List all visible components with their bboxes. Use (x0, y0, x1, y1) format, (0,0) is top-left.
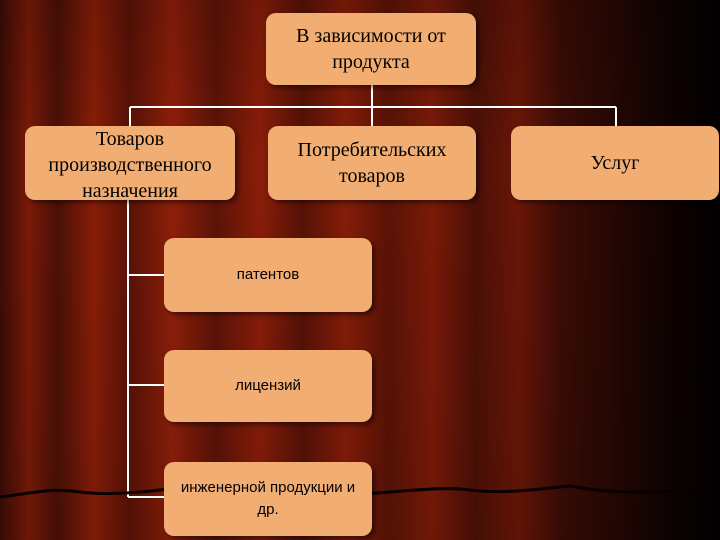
node-patents: патентов (164, 238, 372, 312)
node-consumer-goods-label: Потребительских товаров (268, 137, 476, 189)
node-patents-label: патентов (237, 264, 299, 286)
root-node: В зависимости от продукта (266, 13, 476, 85)
node-services-label: Услуг (591, 150, 640, 176)
node-licenses-label: лицензий (235, 375, 301, 397)
node-industrial-goods-label: Товаров производственного назначения (25, 126, 235, 200)
node-licenses: лицензий (164, 350, 372, 422)
node-services: Услуг (511, 126, 719, 200)
node-industrial-goods: Товаров производственного назначения (25, 126, 235, 200)
node-engineering: инженерной продукции и др. (164, 462, 372, 536)
node-consumer-goods: Потребительских товаров (268, 126, 476, 200)
node-engineering-label: инженерной продукции и др. (172, 477, 364, 521)
root-node-label: В зависимости от продукта (266, 23, 476, 75)
